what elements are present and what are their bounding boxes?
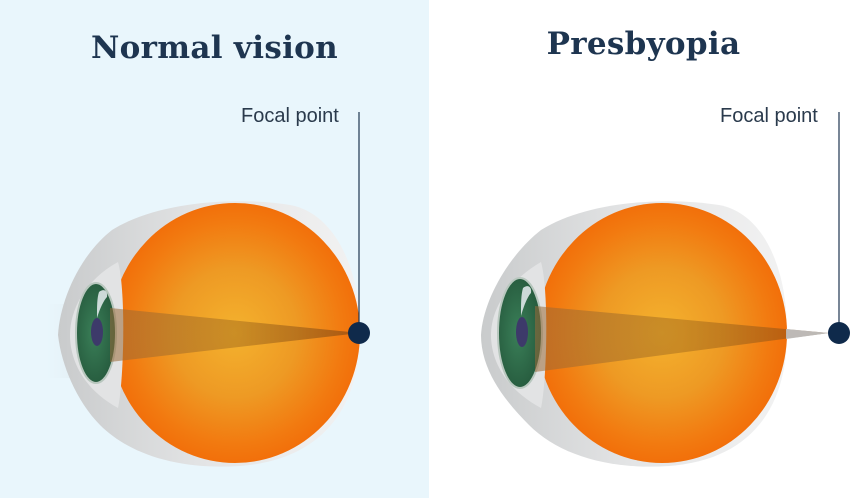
focal-point-label: Focal point xyxy=(241,105,339,127)
pupil xyxy=(516,317,528,347)
light-cone-beyond-retina xyxy=(786,329,829,339)
presbyopia-title: Presbyopia xyxy=(546,26,741,62)
unfocused-light-cone xyxy=(535,306,829,372)
focal-point-label: Focal point xyxy=(720,105,818,127)
focal-point-dot xyxy=(348,322,370,344)
normal-eye-illustration xyxy=(40,112,370,467)
focal-point-dot xyxy=(828,322,850,344)
normal-vision-panel: Normal vision Focal point xyxy=(0,0,429,498)
pupil xyxy=(91,318,103,346)
presbyopia-eye-illustration xyxy=(481,112,850,467)
normal-vision-title: Normal vision xyxy=(91,30,338,66)
focused-light-cone xyxy=(110,308,360,362)
iris-highlight xyxy=(97,290,108,318)
presbyopia-panel: Presbyopia Focal point xyxy=(429,0,858,498)
iris-highlight xyxy=(521,286,532,316)
